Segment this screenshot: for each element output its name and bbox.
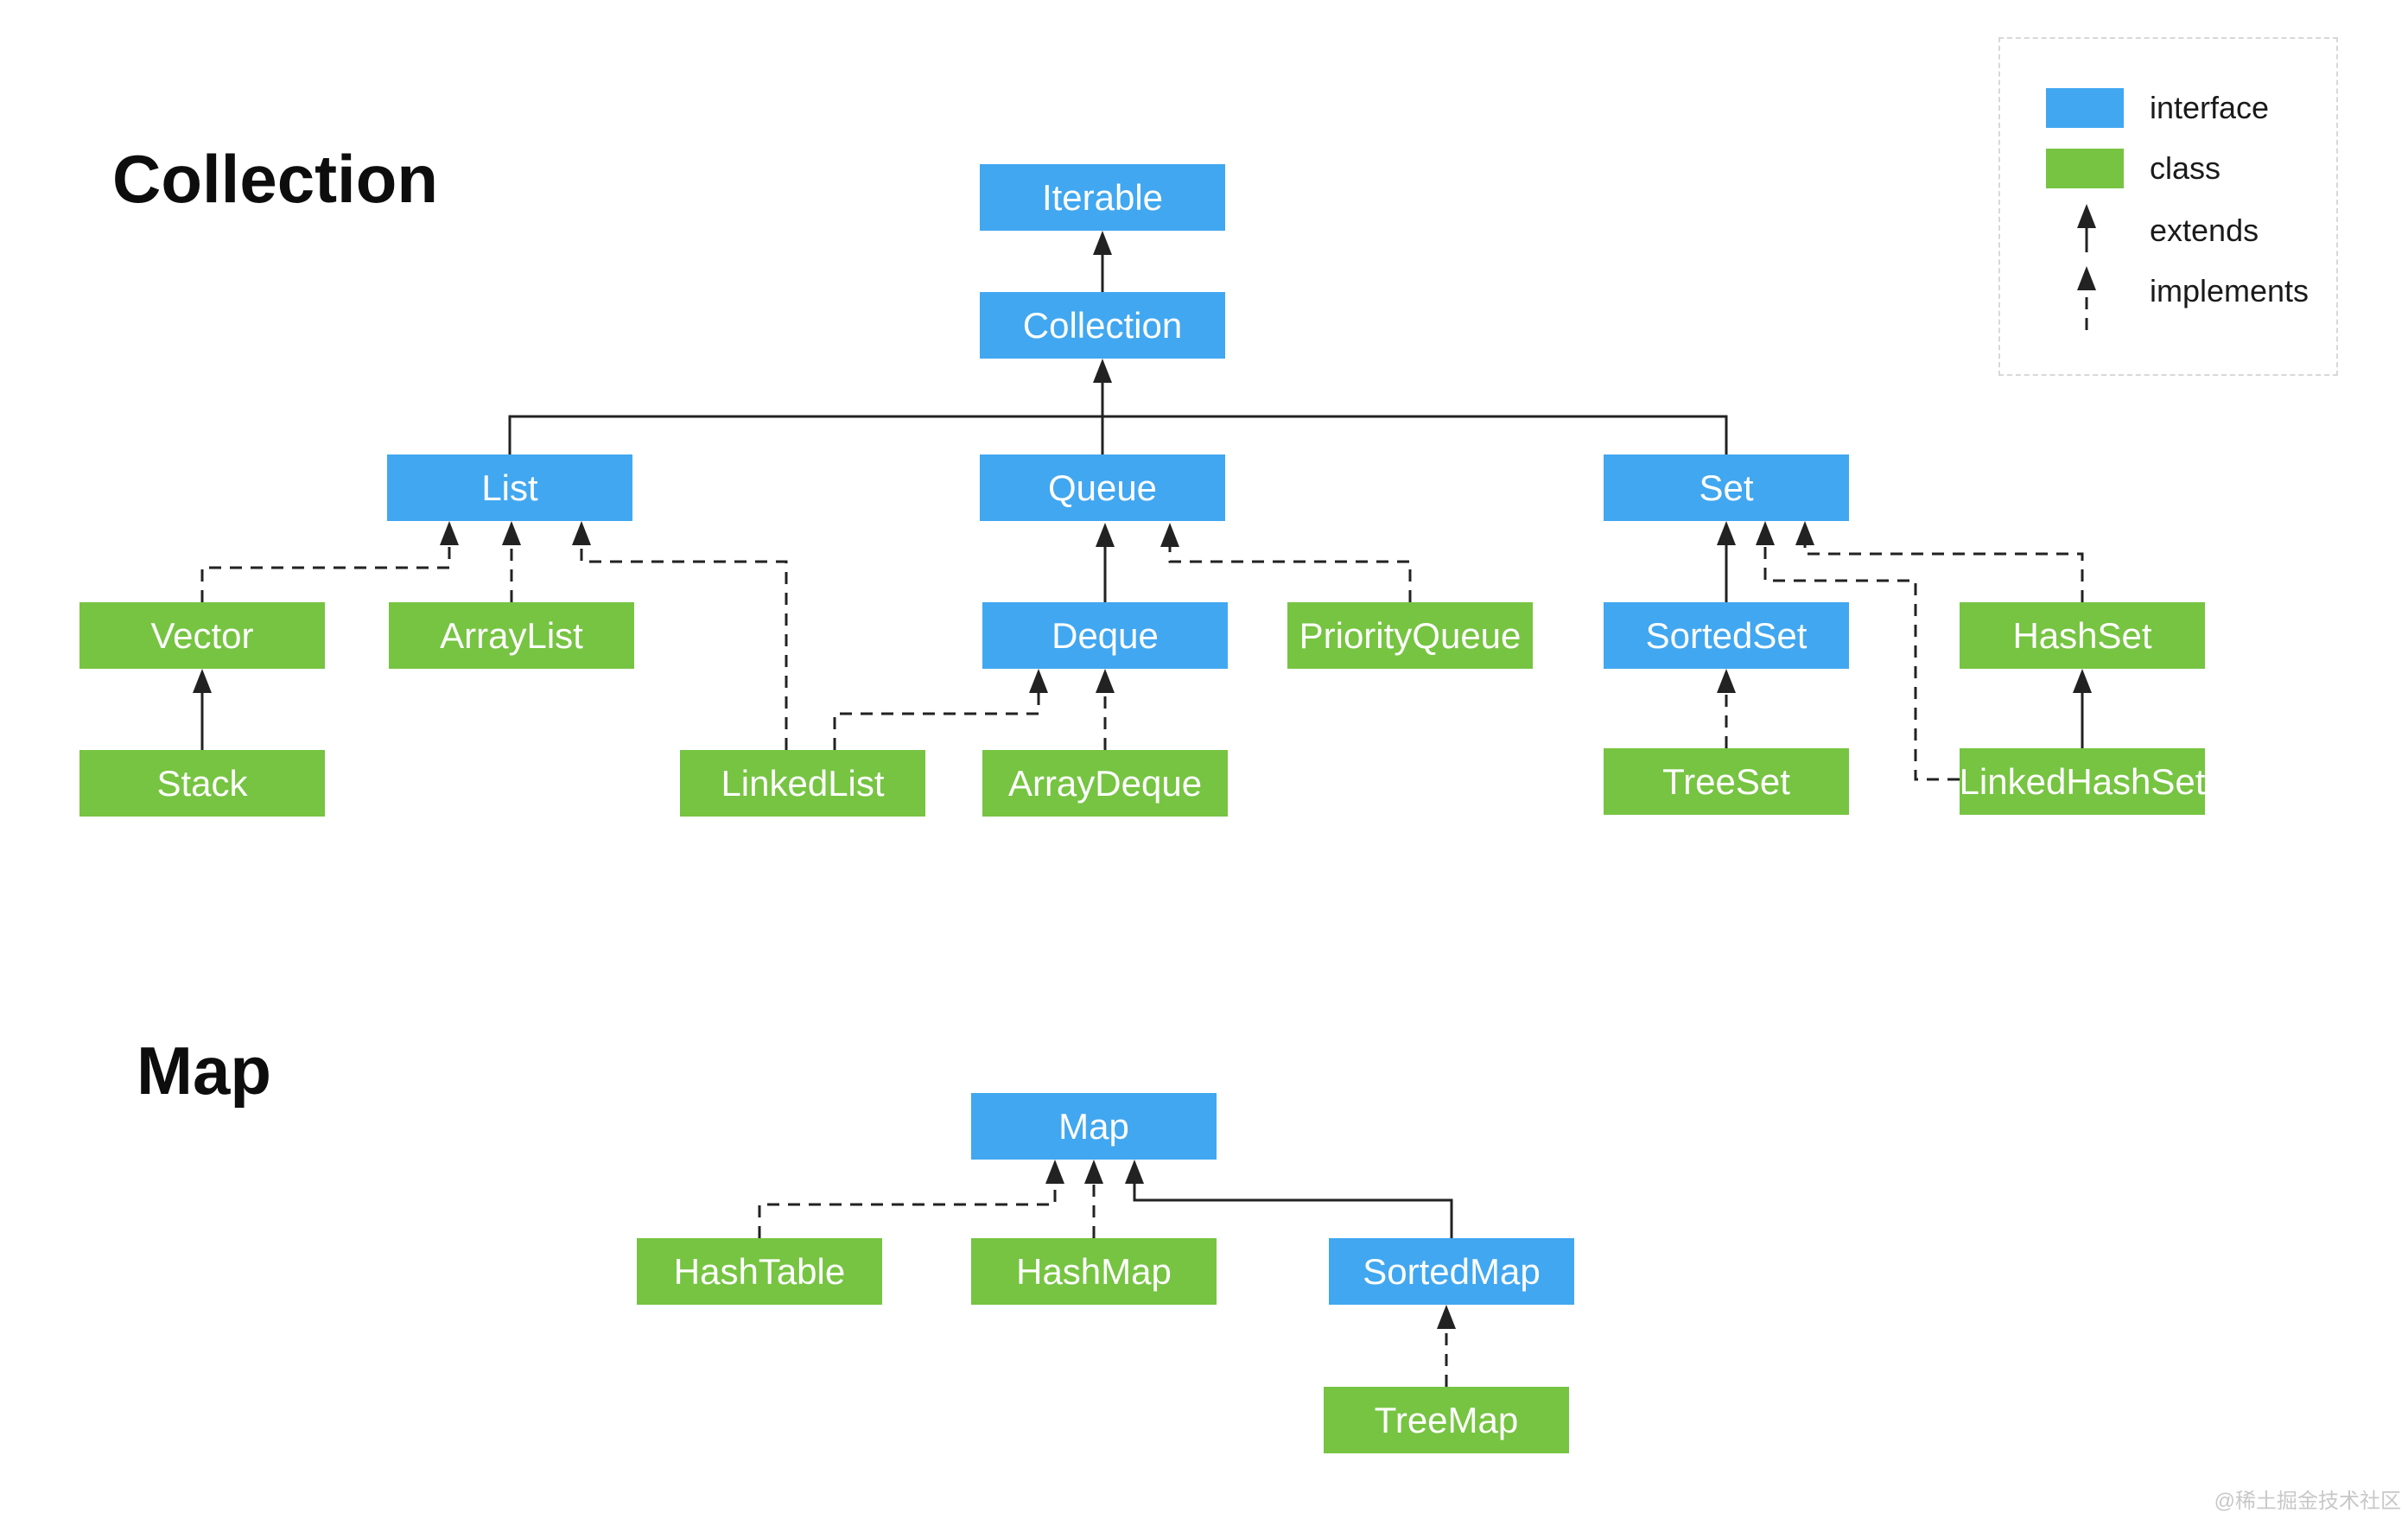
- node-linkedhashset: LinkedHashSet: [1960, 748, 2205, 815]
- node-priorityqueue: PriorityQueue: [1287, 602, 1533, 669]
- node-arraylist: ArrayList: [389, 602, 634, 669]
- node-hashset: HashSet: [1960, 602, 2205, 669]
- edge-linkedlist-implements-deque: [833, 669, 1048, 750]
- edge-hashtable-implements-map: [758, 1160, 1064, 1238]
- edge-priorityqueue-implements-queue: [1160, 523, 1412, 602]
- edge-hashset-implements-set: [1795, 521, 2084, 602]
- legend-implements-label: implements: [2150, 273, 2310, 308]
- legend-interface-swatch: [2046, 88, 2124, 128]
- node-treeset: TreeSet: [1604, 748, 1849, 815]
- node-queue: Queue: [980, 454, 1225, 521]
- legend: interface class extends implements: [1998, 37, 2338, 376]
- edge-linkedhashset-implements-set: [1756, 521, 1960, 781]
- node-sortedset: SortedSet: [1604, 602, 1849, 669]
- node-vector: Vector: [79, 602, 325, 669]
- node-sortedmap: SortedMap: [1329, 1238, 1574, 1305]
- node-arraydeque: ArrayDeque: [982, 750, 1228, 817]
- legend-class-label: class: [2150, 150, 2221, 186]
- map-section-title: Map: [137, 1033, 271, 1109]
- node-treemap: TreeMap: [1324, 1387, 1569, 1453]
- node-collection: Collection: [980, 292, 1225, 359]
- node-map: Map: [971, 1093, 1217, 1160]
- node-set: Set: [1604, 454, 1849, 521]
- legend-extends-label: extends: [2150, 213, 2259, 248]
- node-hashmap: HashMap: [971, 1238, 1217, 1305]
- legend-interface-label: interface: [2150, 90, 2270, 125]
- node-iterable: Iterable: [980, 164, 1225, 231]
- node-linkedlist: LinkedList: [680, 750, 925, 817]
- edge-vector-implements-list: [200, 521, 459, 602]
- watermark: @稀土掘金技术社区: [2214, 1490, 2401, 1513]
- collection-section-title: Collection: [112, 141, 439, 217]
- node-deque: Deque: [982, 602, 1228, 669]
- edge-linkedlist-implements-list: [572, 521, 788, 750]
- edge-branch-list-queue-set: [508, 415, 1728, 454]
- node-stack: Stack: [79, 750, 325, 817]
- edge-sortedmap-extends-map: [1125, 1160, 1453, 1238]
- legend-class-swatch: [2046, 149, 2124, 188]
- node-list: List: [387, 454, 632, 521]
- node-hashtable: HashTable: [637, 1238, 882, 1305]
